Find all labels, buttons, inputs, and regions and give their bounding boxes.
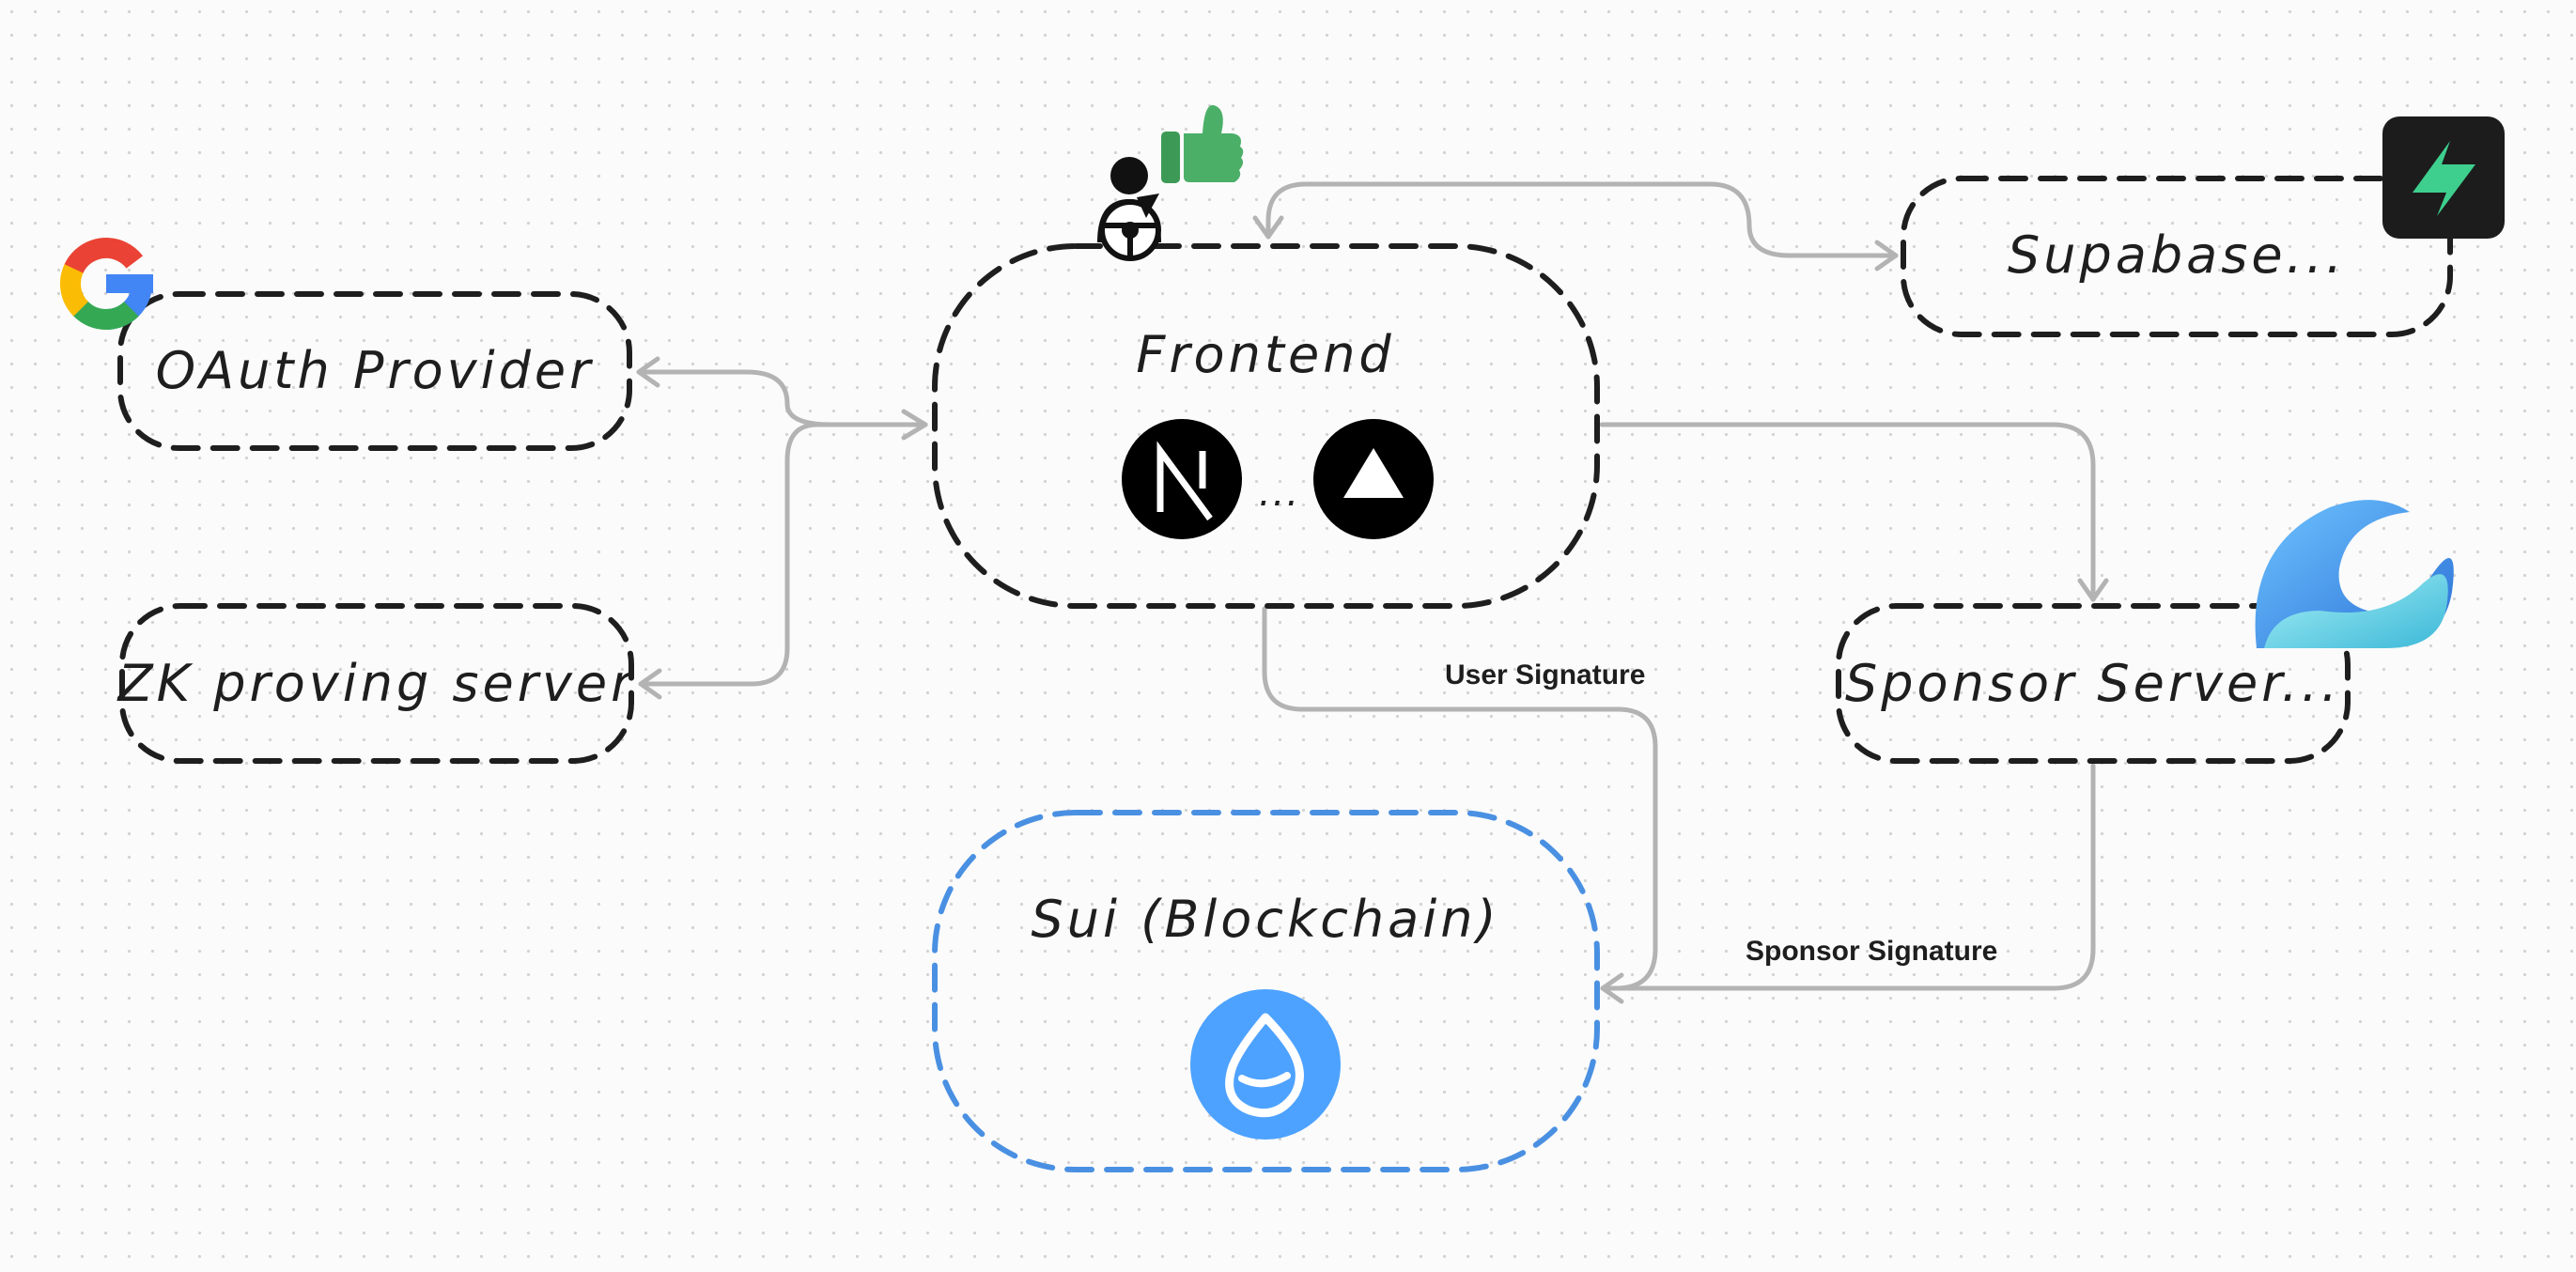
edge-frontend-sponsor[interactable] <box>1599 422 2096 602</box>
edge-frontend-supabase[interactable] <box>1265 181 1899 258</box>
sui-label: Sui (Blockchain) <box>1031 890 1499 949</box>
node-oauth-provider[interactable]: OAuth Provider <box>117 291 632 451</box>
frontend-ellipsis: ... <box>1259 472 1300 515</box>
vercel-icon <box>1313 419 1434 539</box>
sponsor-wave-icon <box>2255 500 2454 648</box>
arrowhead-sponsor <box>2077 578 2109 602</box>
edge-sponsor-sui[interactable] <box>1600 763 2096 991</box>
edge-frontend-oauth[interactable] <box>636 369 928 427</box>
arrowhead-supabase <box>1874 240 1899 271</box>
arrowhead-zk <box>638 668 662 700</box>
sui-icon <box>1190 989 1341 1140</box>
edges: User Signature Sponsor Signature <box>636 181 2109 1004</box>
node-supabase[interactable]: Supabase... <box>1901 176 2453 337</box>
frontend-label: Frontend <box>1136 325 1394 384</box>
supabase-icon <box>2382 116 2505 239</box>
user-driver-icon <box>1097 157 1161 261</box>
edge-label-user-signature: User Signature <box>1445 659 1645 690</box>
arrowhead-frontend-top <box>1252 215 1284 240</box>
sponsor-label: Sponsor Server... <box>1845 654 2341 713</box>
oauth-label: OAuth Provider <box>156 341 595 400</box>
edge-frontend-sui[interactable] <box>1262 606 1658 991</box>
node-frontend[interactable]: Frontend ... <box>932 243 1600 609</box>
zk-label: ZK proving server <box>116 654 636 713</box>
node-sponsor-server[interactable]: Sponsor Server... <box>1836 603 2351 764</box>
node-sui-blockchain[interactable]: Sui (Blockchain) <box>932 810 1600 1172</box>
edge-frontend-zk[interactable] <box>638 422 928 687</box>
arrowhead-oauth <box>636 356 660 388</box>
edge-label-sponsor-signature: Sponsor Signature <box>1746 936 1997 967</box>
node-zk-proving-server[interactable]: ZK proving server <box>116 603 636 764</box>
thumbs-up-icon <box>1161 104 1244 183</box>
supabase-label: Supabase... <box>2008 225 2346 285</box>
google-icon <box>60 237 153 330</box>
nextjs-icon <box>1122 419 1242 539</box>
